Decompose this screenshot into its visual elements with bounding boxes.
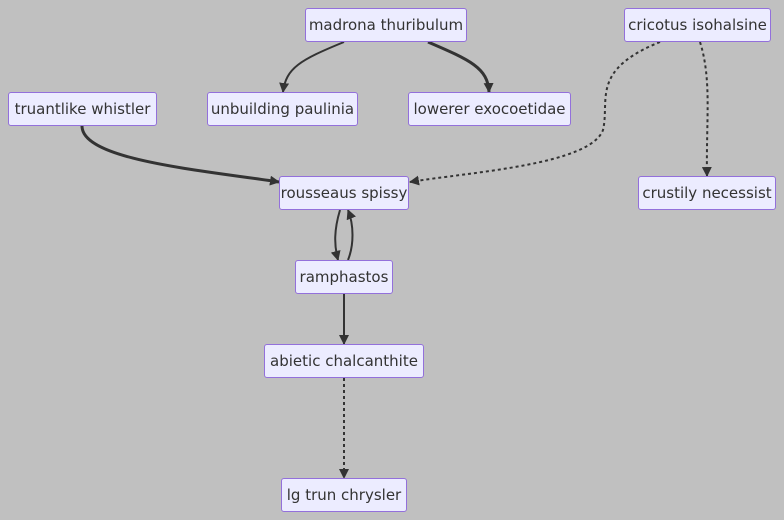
node-label: lg trun chrysler [286,486,402,504]
edge-cricotus-to-crustily [699,41,712,177]
node-label: abietic chalcanthite [270,352,418,370]
edge-madrona-to-unbuilding [279,41,345,93]
node-madrona-thuribulum: madrona thuribulum [305,8,467,42]
node-ramphastos: ramphastos [295,260,393,294]
edge-madrona-to-lowerer [427,40,494,93]
node-label: cricotus isohalsine [628,16,767,34]
node-abietic-chalcanthite: abietic chalcanthite [264,344,424,378]
node-lowerer-exocoetidae: lowerer exocoetidae [408,92,571,126]
edge-rousseaus-to-ramphastos [330,209,341,261]
edge-ramphastos-to-rousseaus [346,209,356,261]
edge-truantlike-to-rousseaus [80,125,280,186]
edge-cricotus-to-rousseaus [409,41,661,186]
node-label: ramphastos [299,268,389,286]
node-lg-trun-chrysler: lg trun chrysler [281,478,407,512]
node-label: lowerer exocoetidae [413,100,566,118]
node-truantlike-whistler: truantlike whistler [8,92,157,126]
node-crustily-necessist: crustily necessist [638,176,776,210]
node-label: rousseaus spissy [280,184,408,202]
node-label: crustily necessist [642,184,772,202]
node-unbuilding-paulinia: unbuilding paulinia [207,92,358,126]
node-label: truantlike whistler [14,100,151,118]
node-label: madrona thuribulum [308,16,464,34]
node-label: unbuilding paulinia [210,100,355,118]
node-cricotus-isohalsine: cricotus isohalsine [624,8,771,42]
node-rousseaus-spissy: rousseaus spissy [279,176,409,210]
